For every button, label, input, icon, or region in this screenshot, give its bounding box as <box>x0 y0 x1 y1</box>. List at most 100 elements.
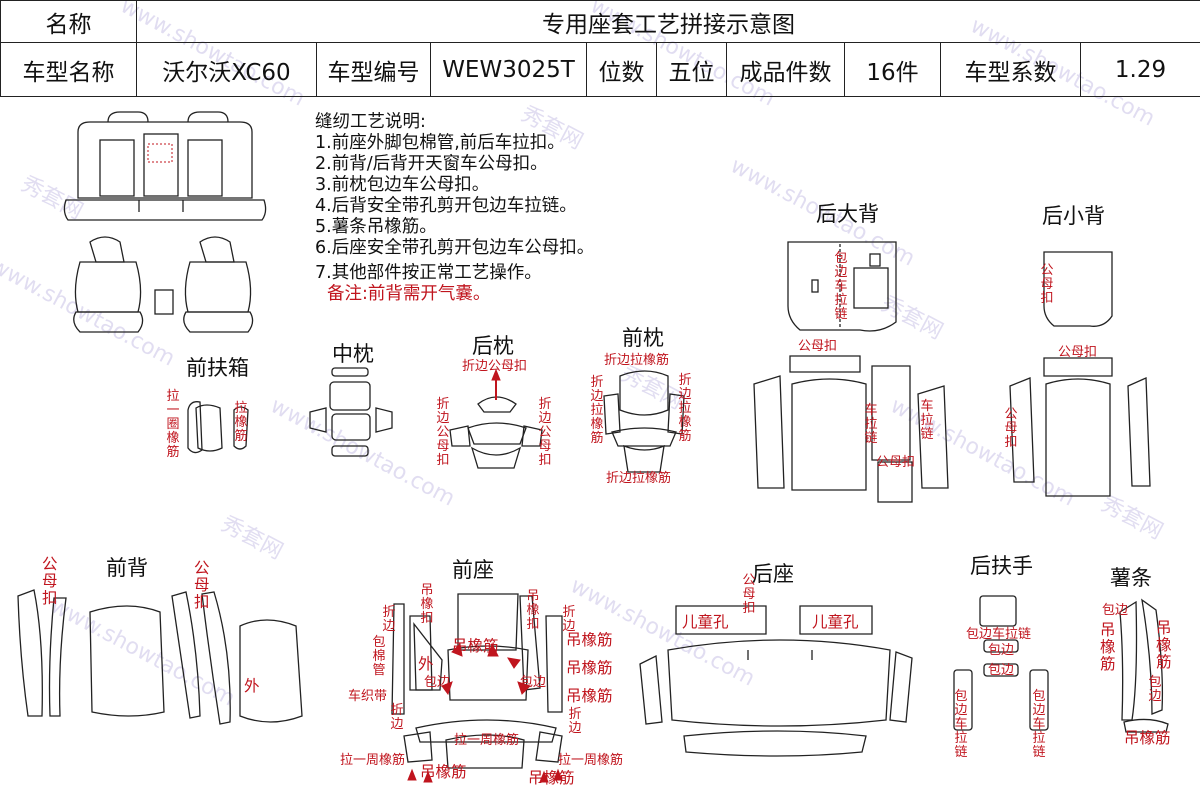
section-rear-big-back: 后大背 <box>816 202 879 226</box>
label-armrest-right: 拉橡筋 <box>234 401 248 444</box>
label-rear-big-back-zip: 包边车拉链 <box>834 251 848 322</box>
front-back-pieces <box>17 589 303 725</box>
pieces-value: 16件 <box>844 42 941 97</box>
label-fries-wrap-middle: 包边 <box>1148 675 1162 704</box>
model-code-label: 车型编号 <box>316 42 431 97</box>
label-rear-big-back-snap-bottom: 公母扣 <box>876 455 916 470</box>
section-fries: 薯条 <box>1110 566 1152 590</box>
label-front-back-snap-left: 公母扣 <box>42 555 58 607</box>
sheet-title: 专用座套工艺拼接示意图 <box>135 0 1200 43</box>
label-rear-big-back-zip-right: 车拉链 <box>920 399 934 442</box>
label-front-back-outer: 外 <box>244 677 260 695</box>
overview-rear-bench <box>63 111 267 221</box>
fries-pieces <box>1119 598 1169 733</box>
section-front-back: 前背 <box>106 556 148 580</box>
section-front-armrest: 前扶箱 <box>186 356 249 380</box>
label-front-seat-wrap-pipe: 包棉管 <box>372 635 386 678</box>
label-front-seat-band-center: 吊橡筋 <box>452 637 499 655</box>
section-rear-seat: 后座 <box>752 562 794 586</box>
label-rear-seat-snap: 公母扣 <box>742 573 756 616</box>
label-front-seat-hang-right: 吊橡扣 <box>526 589 540 632</box>
label-rear-pillow-top: 折边公母扣 <box>462 359 528 374</box>
label-front-seat-fold-left: 折边 <box>382 605 396 634</box>
label-front-seat-loop-right: 拉一周橡筋 <box>558 753 624 768</box>
section-rear-small-back: 后小背 <box>1042 204 1105 228</box>
rear-pillow-pieces <box>449 368 543 469</box>
label-rear-armrest-zip-right: 包边车拉链 <box>1032 689 1046 760</box>
section-mid-pillow: 中枕 <box>332 342 374 366</box>
label-front-seat-outer: 外 <box>418 655 434 673</box>
section-front-pillow: 前枕 <box>622 326 664 350</box>
label-front-seat-band-right-2: 吊橡筋 <box>566 659 613 677</box>
coef-label: 车型系数 <box>940 42 1081 97</box>
label-front-seat-fold-bottom: 折边 <box>390 703 404 732</box>
label-rear-big-back-snap: 公母扣 <box>798 339 838 354</box>
rear-armrest-pieces <box>953 595 1049 731</box>
front-pillow-pieces <box>603 370 685 473</box>
front-armrest-pieces <box>187 401 249 454</box>
mid-pillow-pieces <box>309 367 393 457</box>
label-fries-band-left: 吊橡筋 <box>1100 621 1116 673</box>
model-code-value: WEW3025T <box>430 42 587 97</box>
label-fries-band-right: 吊橡筋 <box>1156 619 1172 671</box>
note-item: 7.其他部件按正常工艺操作。 <box>315 263 542 283</box>
label-front-seat-band-right-3: 吊橡筋 <box>566 687 613 705</box>
label-front-seat-band-right-1: 吊橡筋 <box>566 631 613 649</box>
front-seat-pieces <box>391 593 563 783</box>
label-front-seat-band-bottom-2: 吊橡筋 <box>528 769 575 787</box>
note-item: 5.薯条吊橡筋。 <box>315 217 437 237</box>
label-front-seat-fold-right: 折边 <box>562 605 576 634</box>
label-rear-small-back-snap-left: 公母扣 <box>1004 407 1018 450</box>
label-rear-pillow-left: 折边公母扣 <box>436 397 450 468</box>
note-item: 4.后背安全带孔剪开包边车拉链。 <box>315 196 577 216</box>
section-rear-pillow: 后枕 <box>472 334 514 358</box>
section-front-seat: 前座 <box>452 558 494 582</box>
label-front-seat-loop-left: 拉一周橡筋 <box>340 753 406 768</box>
notes-remark: 备注:前背需开气囊。 <box>327 284 491 304</box>
rear-small-back-pieces <box>1009 251 1151 497</box>
label-rear-armrest-zip-left: 包边车拉链 <box>954 689 968 760</box>
note-item: 3.前枕包边车公母扣。 <box>315 175 490 195</box>
label-fries-band-bottom: 吊橡筋 <box>1124 729 1171 747</box>
label-front-pillow-top: 折边拉橡筋 <box>604 353 670 368</box>
label-rear-seat-child-hole-right: 儿童孔 <box>812 613 859 631</box>
label-front-seat-wrap-2: 包边 <box>520 675 547 690</box>
label-front-pillow-left: 折边拉橡筋 <box>590 375 604 446</box>
label-front-seat-zip: 车织带 <box>348 689 388 704</box>
label-front-seat-band-bottom-1: 吊橡筋 <box>420 763 467 781</box>
seats-value: 五位 <box>656 42 727 97</box>
seats-label: 位数 <box>586 42 657 97</box>
note-item: 1.前座外脚包棉管,前后车拉扣。 <box>315 133 565 153</box>
label-front-seat-wrap: 包边 <box>424 675 451 690</box>
label-rear-armrest-zip: 包边车拉链 <box>966 627 1032 642</box>
label-rear-seat-child-hole-left: 儿童孔 <box>682 613 729 631</box>
coef-value: 1.29 <box>1079 42 1200 97</box>
label-rear-big-back-zip-left: 车拉链 <box>864 403 878 446</box>
label-rear-armrest-wrap-2: 包边 <box>988 663 1015 678</box>
section-rear-armrest: 后扶手 <box>970 554 1033 578</box>
label-armrest-left: 拉一圈橡筋 <box>166 389 180 460</box>
pieces-label: 成品件数 <box>726 42 845 97</box>
label-fries-wrap-top: 包边 <box>1102 603 1129 618</box>
label-rear-small-back-snap: 公母扣 <box>1058 345 1098 360</box>
sewing-notes: 缝纫工艺说明: 1.前座外脚包棉管,前后车拉扣。 2.前背/后背开天窗车公母扣。… <box>315 112 594 305</box>
label-front-seat-loop-center: 拉一周橡筋 <box>454 733 520 748</box>
label-rear-small-back-snap-top: 公母扣 <box>1040 263 1054 306</box>
note-item: 2.前背/后背开天窗车公母扣。 <box>315 154 548 174</box>
label-front-pillow-right: 折边拉橡筋 <box>678 373 692 444</box>
rear-seat-pieces <box>639 605 913 757</box>
label-front-seat-fold-right-2: 折边 <box>568 707 582 736</box>
model-name-value: 沃尔沃XC60 <box>136 42 317 97</box>
header-table: 名称 专用座套工艺拼接示意图 车型名称 沃尔沃XC60 车型编号 WEW3025… <box>0 0 1200 97</box>
note-item: 6.后座安全带孔剪开包边车公母扣。 <box>315 238 595 258</box>
label-rear-armrest-wrap: 包边 <box>988 643 1015 658</box>
rear-big-back-pieces <box>753 241 949 503</box>
label-rear-pillow-right: 折边公母扣 <box>538 397 552 468</box>
name-label: 名称 <box>0 0 137 43</box>
label-front-seat-hang-left: 吊橡扣 <box>420 583 434 626</box>
model-name-label: 车型名称 <box>0 42 137 97</box>
label-front-back-snap-right: 公母扣 <box>194 559 210 611</box>
notes-heading: 缝纫工艺说明: <box>315 112 426 132</box>
